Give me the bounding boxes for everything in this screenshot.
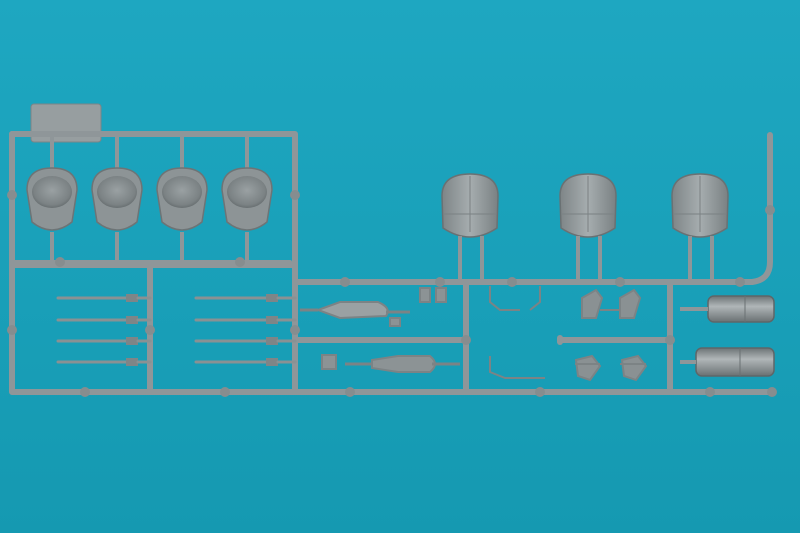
dish-parts xyxy=(26,137,273,262)
gate-nubs xyxy=(7,190,777,397)
dish-part-1 xyxy=(26,137,78,262)
turret-part-3 xyxy=(671,173,729,282)
boat-hull-part xyxy=(315,301,389,320)
barrel-group-right xyxy=(194,294,297,366)
cylinder-part-2 xyxy=(680,347,775,377)
torpedo-part xyxy=(371,355,436,373)
turret-parts xyxy=(441,173,729,282)
dish-part-3 xyxy=(156,137,208,262)
cylinder-parts xyxy=(680,295,775,377)
bracket-part-3 xyxy=(574,354,602,382)
dish-part-2 xyxy=(91,137,143,262)
gun-barrels xyxy=(56,294,297,366)
turret-part-1 xyxy=(441,173,499,282)
barrel-group-left xyxy=(56,294,152,366)
cylinder-part-1 xyxy=(680,295,775,323)
bracket-part-1 xyxy=(581,288,604,319)
bracket-part-4 xyxy=(620,354,648,382)
small-parts xyxy=(300,286,648,382)
dish-part-4 xyxy=(221,137,273,262)
turret-part-2 xyxy=(559,173,617,282)
bracket-part-2 xyxy=(619,288,642,319)
